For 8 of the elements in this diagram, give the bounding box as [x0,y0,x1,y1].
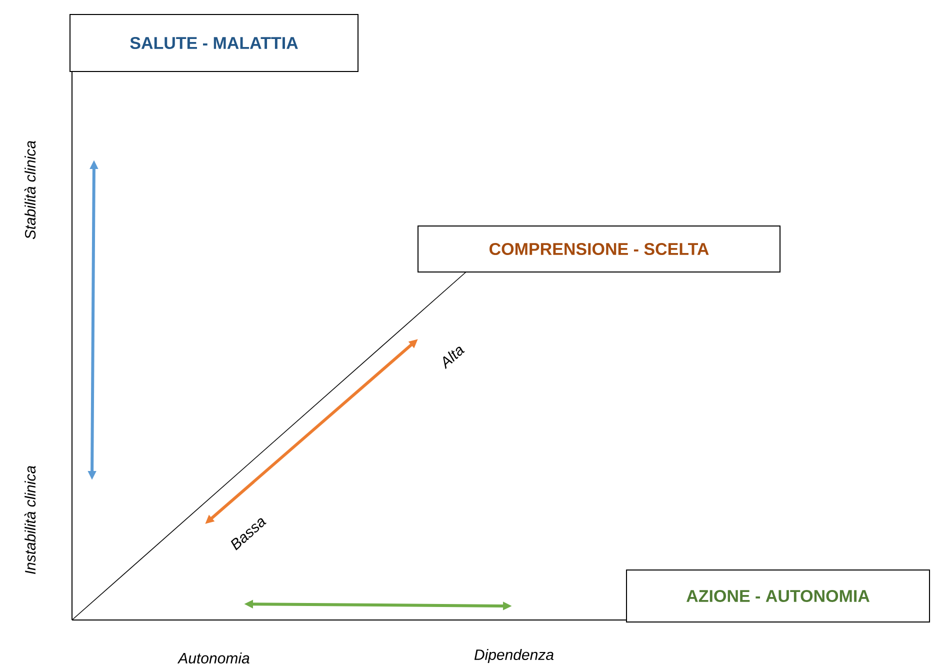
title-box: AZIONE - AUTONOMIA [626,570,930,622]
title-box: COMPRENSIONE - SCELTA [418,226,781,272]
axis-label: Stabilità clinica [24,140,36,240]
axis-label: Dipendenza [474,649,554,663]
axis-label: Alta [443,346,465,370]
title-box: SALUTE - MALATTIA [70,14,358,72]
axis-label: Autonomia [177,652,250,664]
axis-label: Instabilità clinica [24,466,36,574]
